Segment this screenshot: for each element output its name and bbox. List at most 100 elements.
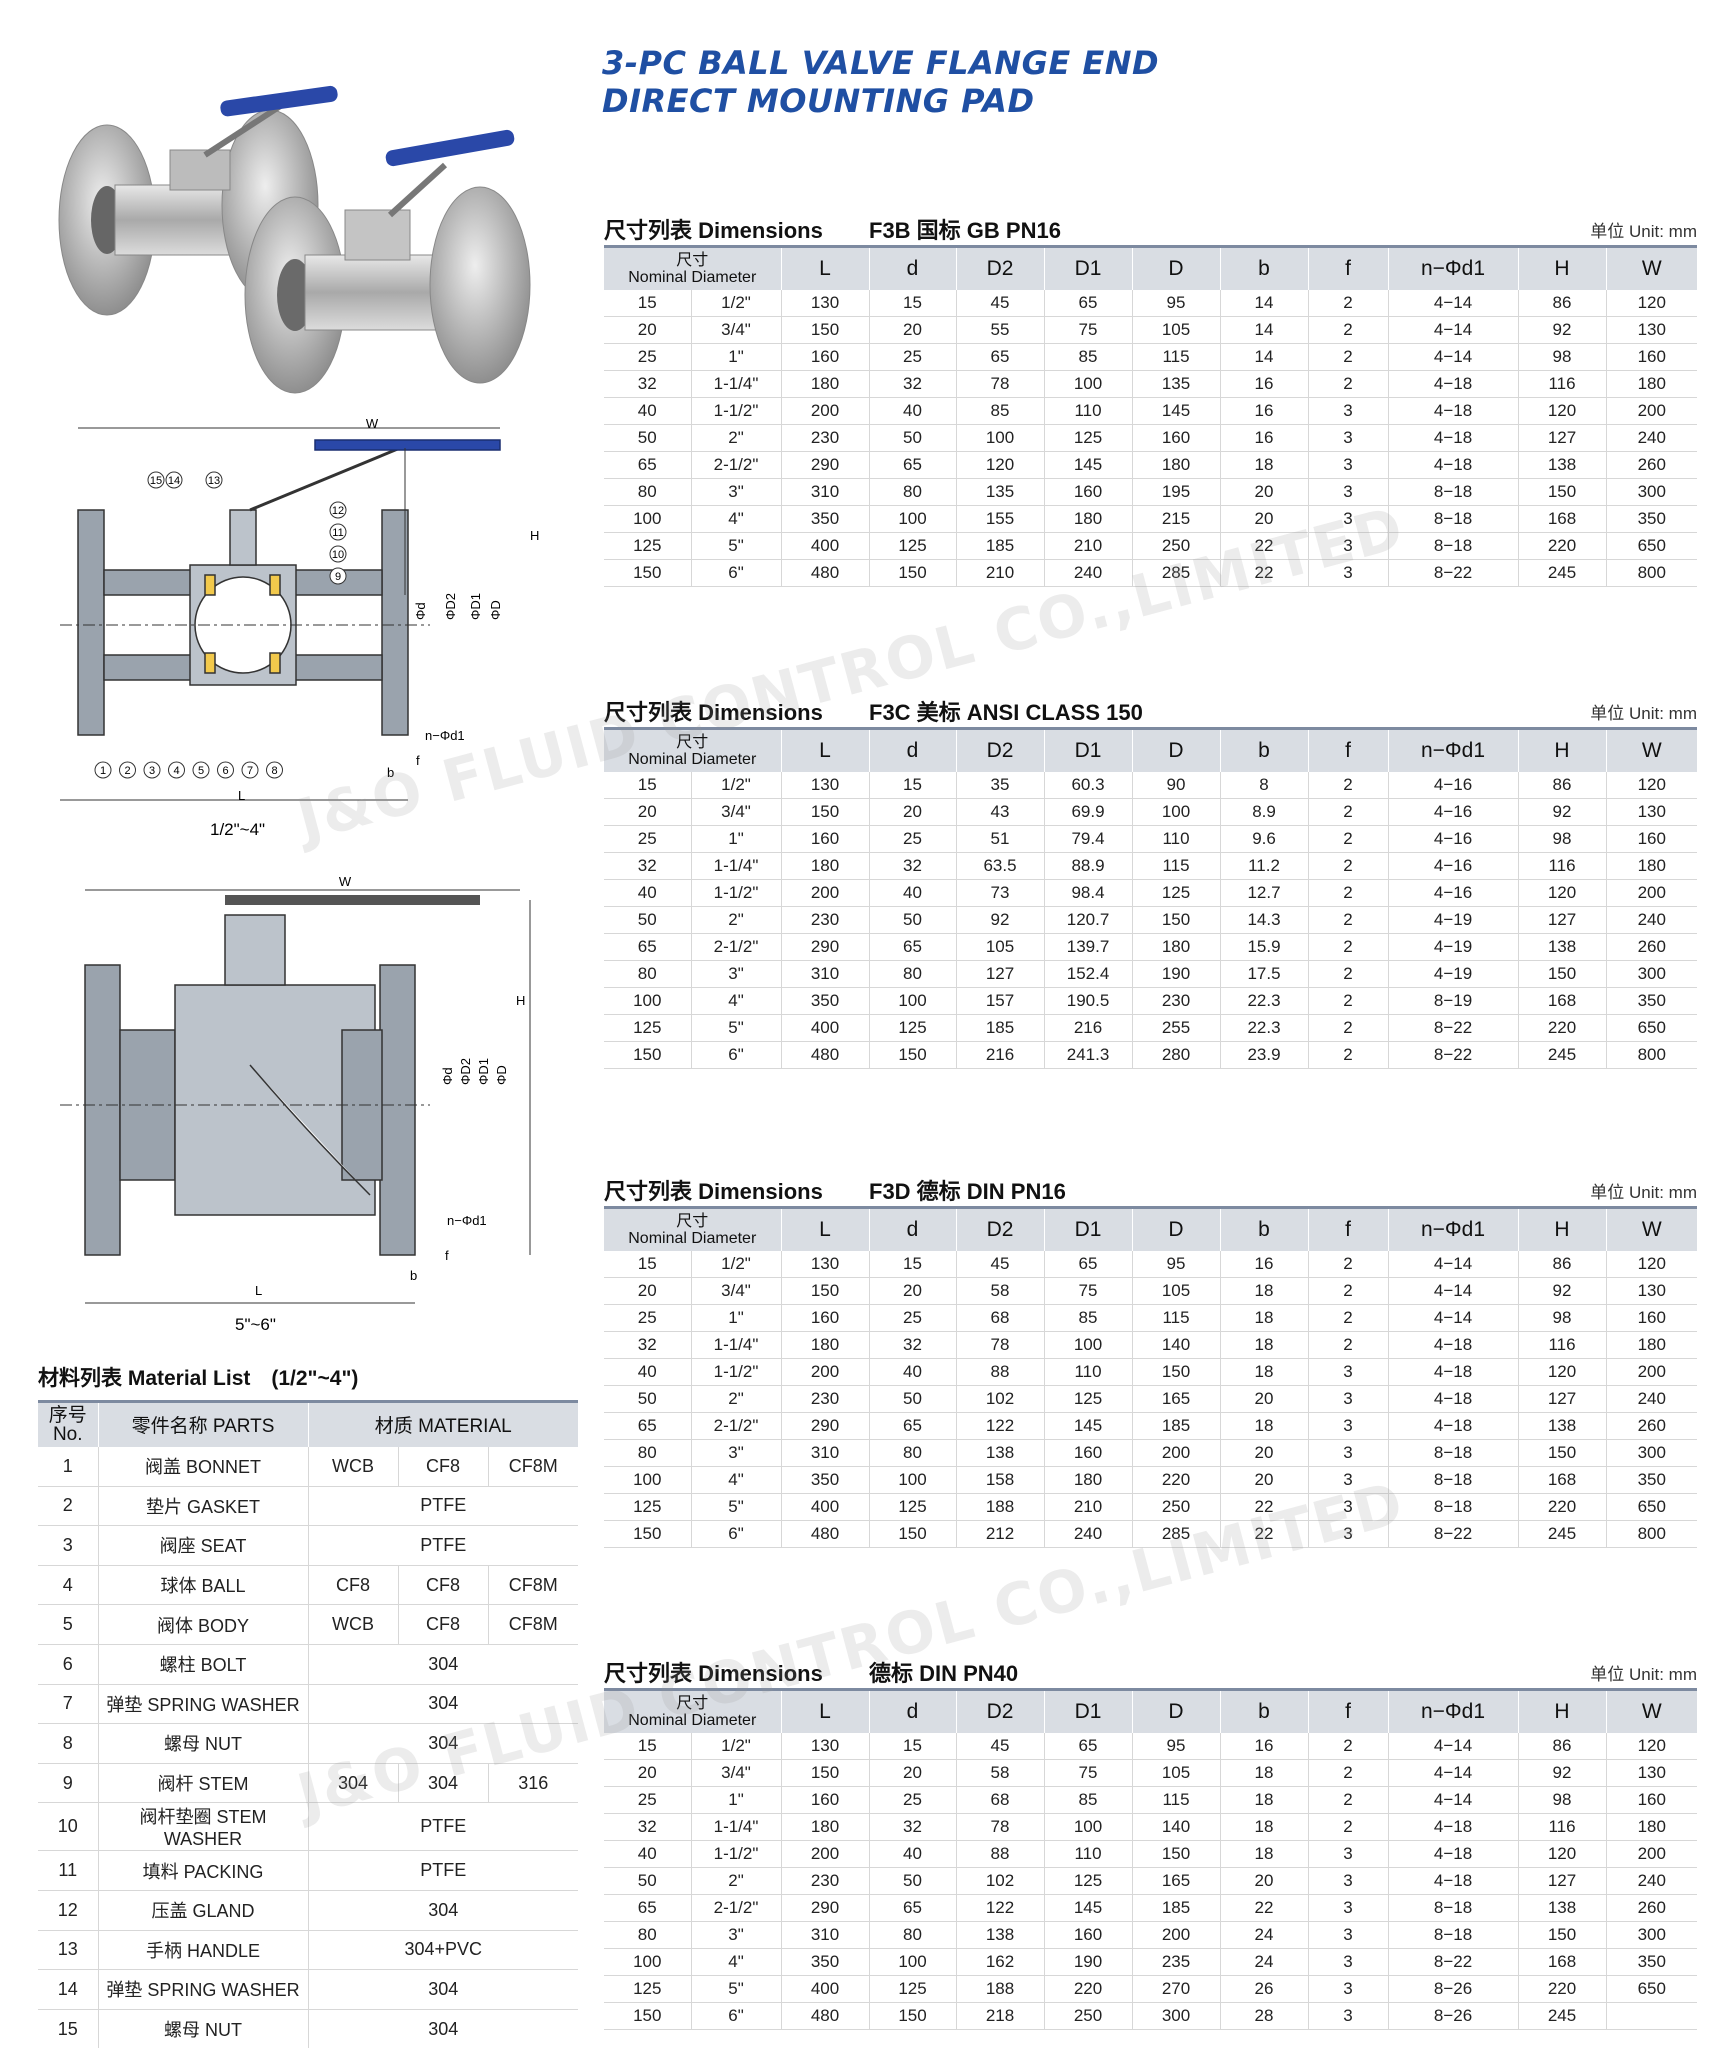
table-cell: 92: [1517, 798, 1607, 826]
table-cell: 220: [1517, 1975, 1607, 2003]
table-cell: 200: [1131, 1439, 1221, 1467]
table-cell: 20: [604, 1759, 691, 1787]
table-cell: 200: [1605, 1840, 1698, 1868]
table-cell: 25: [868, 1304, 957, 1332]
table-cell: 125: [604, 1975, 691, 2003]
table-cell: 4−14: [1387, 1250, 1519, 1278]
table-cell: 3/4": [690, 798, 782, 826]
table-cell: 4−16: [1387, 825, 1519, 853]
table-cell: 32: [604, 370, 691, 398]
table-cell: 200: [780, 1840, 870, 1868]
table-cell: 2: [1307, 852, 1389, 880]
header-col: L: [780, 728, 870, 772]
table-cell: 65: [604, 1894, 691, 1922]
table-cell: 150: [780, 1759, 870, 1787]
table-cell: 260: [1605, 451, 1698, 479]
table-cell: 75: [1043, 316, 1133, 344]
table-cell: 14: [1219, 343, 1309, 371]
table-cell: 152.4: [1043, 960, 1133, 988]
header-col: D1: [1043, 246, 1133, 290]
table-cell: 125: [1131, 879, 1221, 907]
table-cell: 65: [1043, 289, 1133, 317]
table-cell: 310: [780, 1921, 870, 1949]
header-col: b: [1219, 246, 1309, 290]
table-cell: 4−14: [1387, 343, 1519, 371]
table-cell: 4−14: [1387, 316, 1519, 344]
material-value: CF8: [307, 1565, 398, 1606]
table-cell: 115: [1131, 343, 1221, 371]
table-cell: 1-1/2": [690, 397, 782, 425]
table-cell: 50: [604, 906, 691, 934]
table-cell: 168: [1517, 505, 1607, 533]
table-cell: 5": [690, 1975, 782, 2003]
table-cell: 160: [780, 343, 870, 371]
table-cell: 86: [1517, 289, 1607, 317]
table-cell: 200: [1605, 1358, 1698, 1386]
table-cell: 45: [955, 1732, 1045, 1760]
table-cell: 2": [690, 1867, 782, 1895]
table-cell: 127: [955, 960, 1045, 988]
table-cell: 15: [604, 771, 691, 799]
callout-bubble: [329, 523, 347, 541]
material-value: CF8: [397, 1604, 488, 1645]
table-cell: 92: [1517, 316, 1607, 344]
table-cell: 4−18: [1387, 451, 1519, 479]
table-cell: 40: [604, 1358, 691, 1386]
table-cell: 280: [1131, 1041, 1221, 1069]
table-cell: 100: [955, 424, 1045, 452]
table-cell: 160: [1605, 825, 1698, 853]
table-cell: 160: [780, 825, 870, 853]
table-cell: 150: [604, 559, 691, 587]
header-col: f: [1307, 1689, 1389, 1733]
table-cell: 116: [1517, 1331, 1607, 1359]
table-cell: 122: [955, 1894, 1045, 1922]
material-no: 11: [38, 1850, 98, 1891]
header-col: W: [1605, 246, 1698, 290]
table-cell: 300: [1131, 2002, 1221, 2030]
table-cell: 20: [868, 1277, 957, 1305]
table-cell: 212: [955, 1520, 1045, 1548]
header-col: L: [780, 1689, 870, 1733]
table-cell: 260: [1605, 933, 1698, 961]
table-cell: 15: [868, 771, 957, 799]
table-cell: 3/4": [690, 1277, 782, 1305]
table-cell: 11.2: [1219, 852, 1309, 880]
table-cell: 135: [955, 478, 1045, 506]
table-cell: 115: [1131, 1786, 1221, 1814]
table-cell: 3/4": [690, 1759, 782, 1787]
table-cell: 230: [1131, 987, 1221, 1015]
table-cell: 158: [955, 1466, 1045, 1494]
table-cell: 800: [1605, 1041, 1698, 1069]
header-col: H: [1517, 1207, 1607, 1251]
callout-bubble: [241, 761, 259, 779]
table-cell: 138: [955, 1439, 1045, 1467]
table-cell: 3: [1307, 1520, 1389, 1548]
table-cell: 8−18: [1387, 505, 1519, 533]
header-col: D: [1131, 728, 1221, 772]
table-cell: 20: [868, 798, 957, 826]
table-cell: 4−19: [1387, 906, 1519, 934]
table-cell: 8−22: [1387, 1948, 1519, 1976]
table-cell: 150: [1517, 960, 1607, 988]
table-cell: 190: [1043, 1948, 1133, 1976]
callout-bubble: [217, 761, 234, 779]
table-cell: 245: [1517, 559, 1607, 587]
drawing1-label-l: L: [238, 788, 245, 803]
table-cell: 220: [1517, 532, 1607, 560]
table-cell: 650: [1605, 1014, 1698, 1042]
table-cell: 80: [604, 1921, 691, 1949]
dim-table-standard: F3C 美标 ANSI CLASS 150: [869, 700, 1143, 725]
header-col: d: [868, 728, 957, 772]
material-no: 8: [38, 1723, 98, 1764]
table-cell: 95: [1131, 289, 1221, 317]
drawing2-label-w: W: [339, 874, 352, 889]
